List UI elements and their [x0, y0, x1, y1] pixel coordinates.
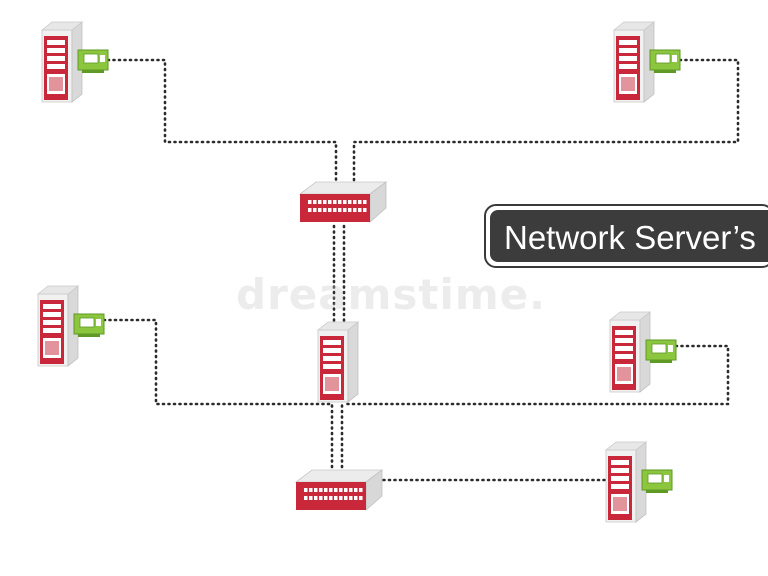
server-mid-left-server-icon — [36, 285, 105, 367]
cable-server-top-right-to-switch-top — [352, 58, 740, 192]
server-center-server-icon — [316, 321, 360, 403]
switch-bottom-switch-icon — [294, 469, 384, 511]
server-bottom-right-server-icon — [604, 441, 673, 523]
server-top-left-server-icon — [40, 21, 109, 103]
cable-server-top-left-to-switch-top — [106, 58, 338, 192]
title-badge-text: Network Server’s — [490, 210, 768, 262]
network-card-icon — [77, 49, 109, 73]
title-badge: Network Server’s — [484, 204, 768, 268]
network-card-icon — [649, 49, 681, 73]
network-card-icon — [641, 469, 673, 493]
server-mid-right-server-icon — [608, 311, 677, 393]
cable-server-mid-left-to-server-center — [102, 318, 332, 406]
cable-links — [102, 58, 740, 482]
device-nodes — [36, 21, 681, 523]
network-card-icon — [73, 313, 105, 337]
network-card-icon — [645, 339, 677, 363]
switch-top-switch-icon — [298, 181, 388, 223]
server-top-right-server-icon — [612, 21, 681, 103]
